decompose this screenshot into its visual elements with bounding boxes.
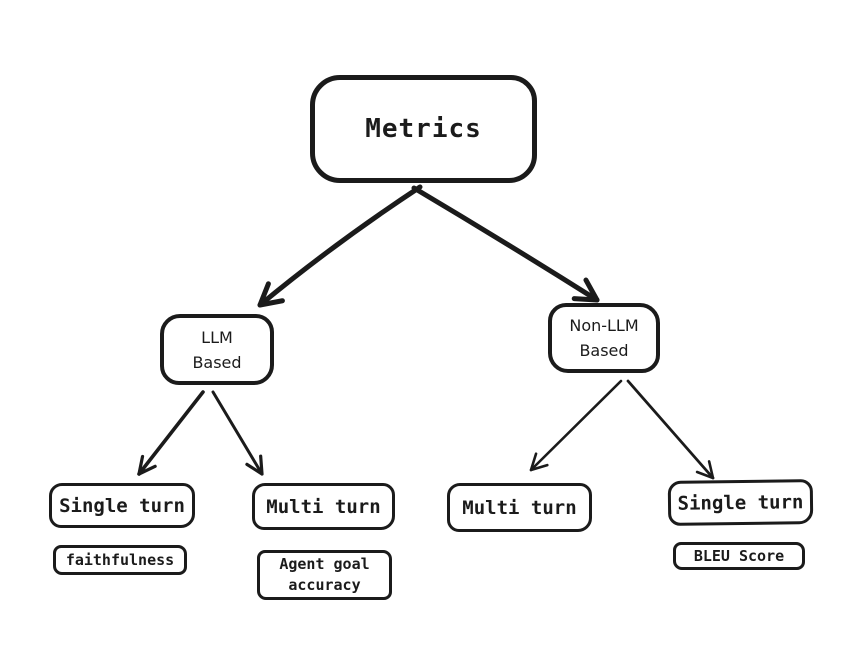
node-llm-multi-turn-label: Multi turn <box>266 495 381 518</box>
node-faithfulness: faithfulness <box>53 545 187 575</box>
arrow-llm-to-multi-turn <box>211 390 264 476</box>
node-agent-goal-accuracy: Agent goal accuracy <box>257 550 392 600</box>
arrow-nonllm-to-multi-turn <box>529 379 623 472</box>
node-metrics-label: Metrics <box>365 114 482 144</box>
node-llm-based-label-line1: LLM <box>201 327 233 347</box>
node-llm-single-turn-label: Single turn <box>59 494 185 517</box>
arrow-metrics-to-llm-based <box>257 184 423 308</box>
node-non-llm-based-label-line1: Non-LLM <box>569 316 639 335</box>
node-nonllm-multi-turn: Multi turn <box>447 483 592 532</box>
node-bleu-score-label: BLEU Score <box>693 547 785 565</box>
node-llm-multi-turn: Multi turn <box>252 483 395 530</box>
node-agent-goal-accuracy-line1: Agent goal <box>279 555 370 573</box>
node-faithfulness-label: faithfulness <box>65 551 175 569</box>
node-non-llm-based-label-line2: Based <box>579 341 629 360</box>
node-bleu-score: BLEU Score <box>673 542 805 570</box>
node-llm-single-turn: Single turn <box>49 483 195 528</box>
arrow-nonllm-to-single-turn <box>626 379 715 480</box>
node-nonllm-single-turn-label: Single turn <box>677 490 804 515</box>
node-llm-based: LLM Based <box>160 314 274 385</box>
node-llm-based-label-line2: Based <box>192 352 242 372</box>
node-non-llm-based: Non-LLM Based <box>548 303 660 373</box>
arrow-metrics-to-nonllm-based <box>411 185 600 303</box>
node-agent-goal-accuracy-line2: accuracy <box>288 576 361 594</box>
node-nonllm-single-turn: Single turn <box>667 479 814 526</box>
arrow-llm-to-single-turn <box>137 390 205 476</box>
node-metrics: Metrics <box>310 75 537 183</box>
node-nonllm-multi-turn-label: Multi turn <box>462 496 577 519</box>
